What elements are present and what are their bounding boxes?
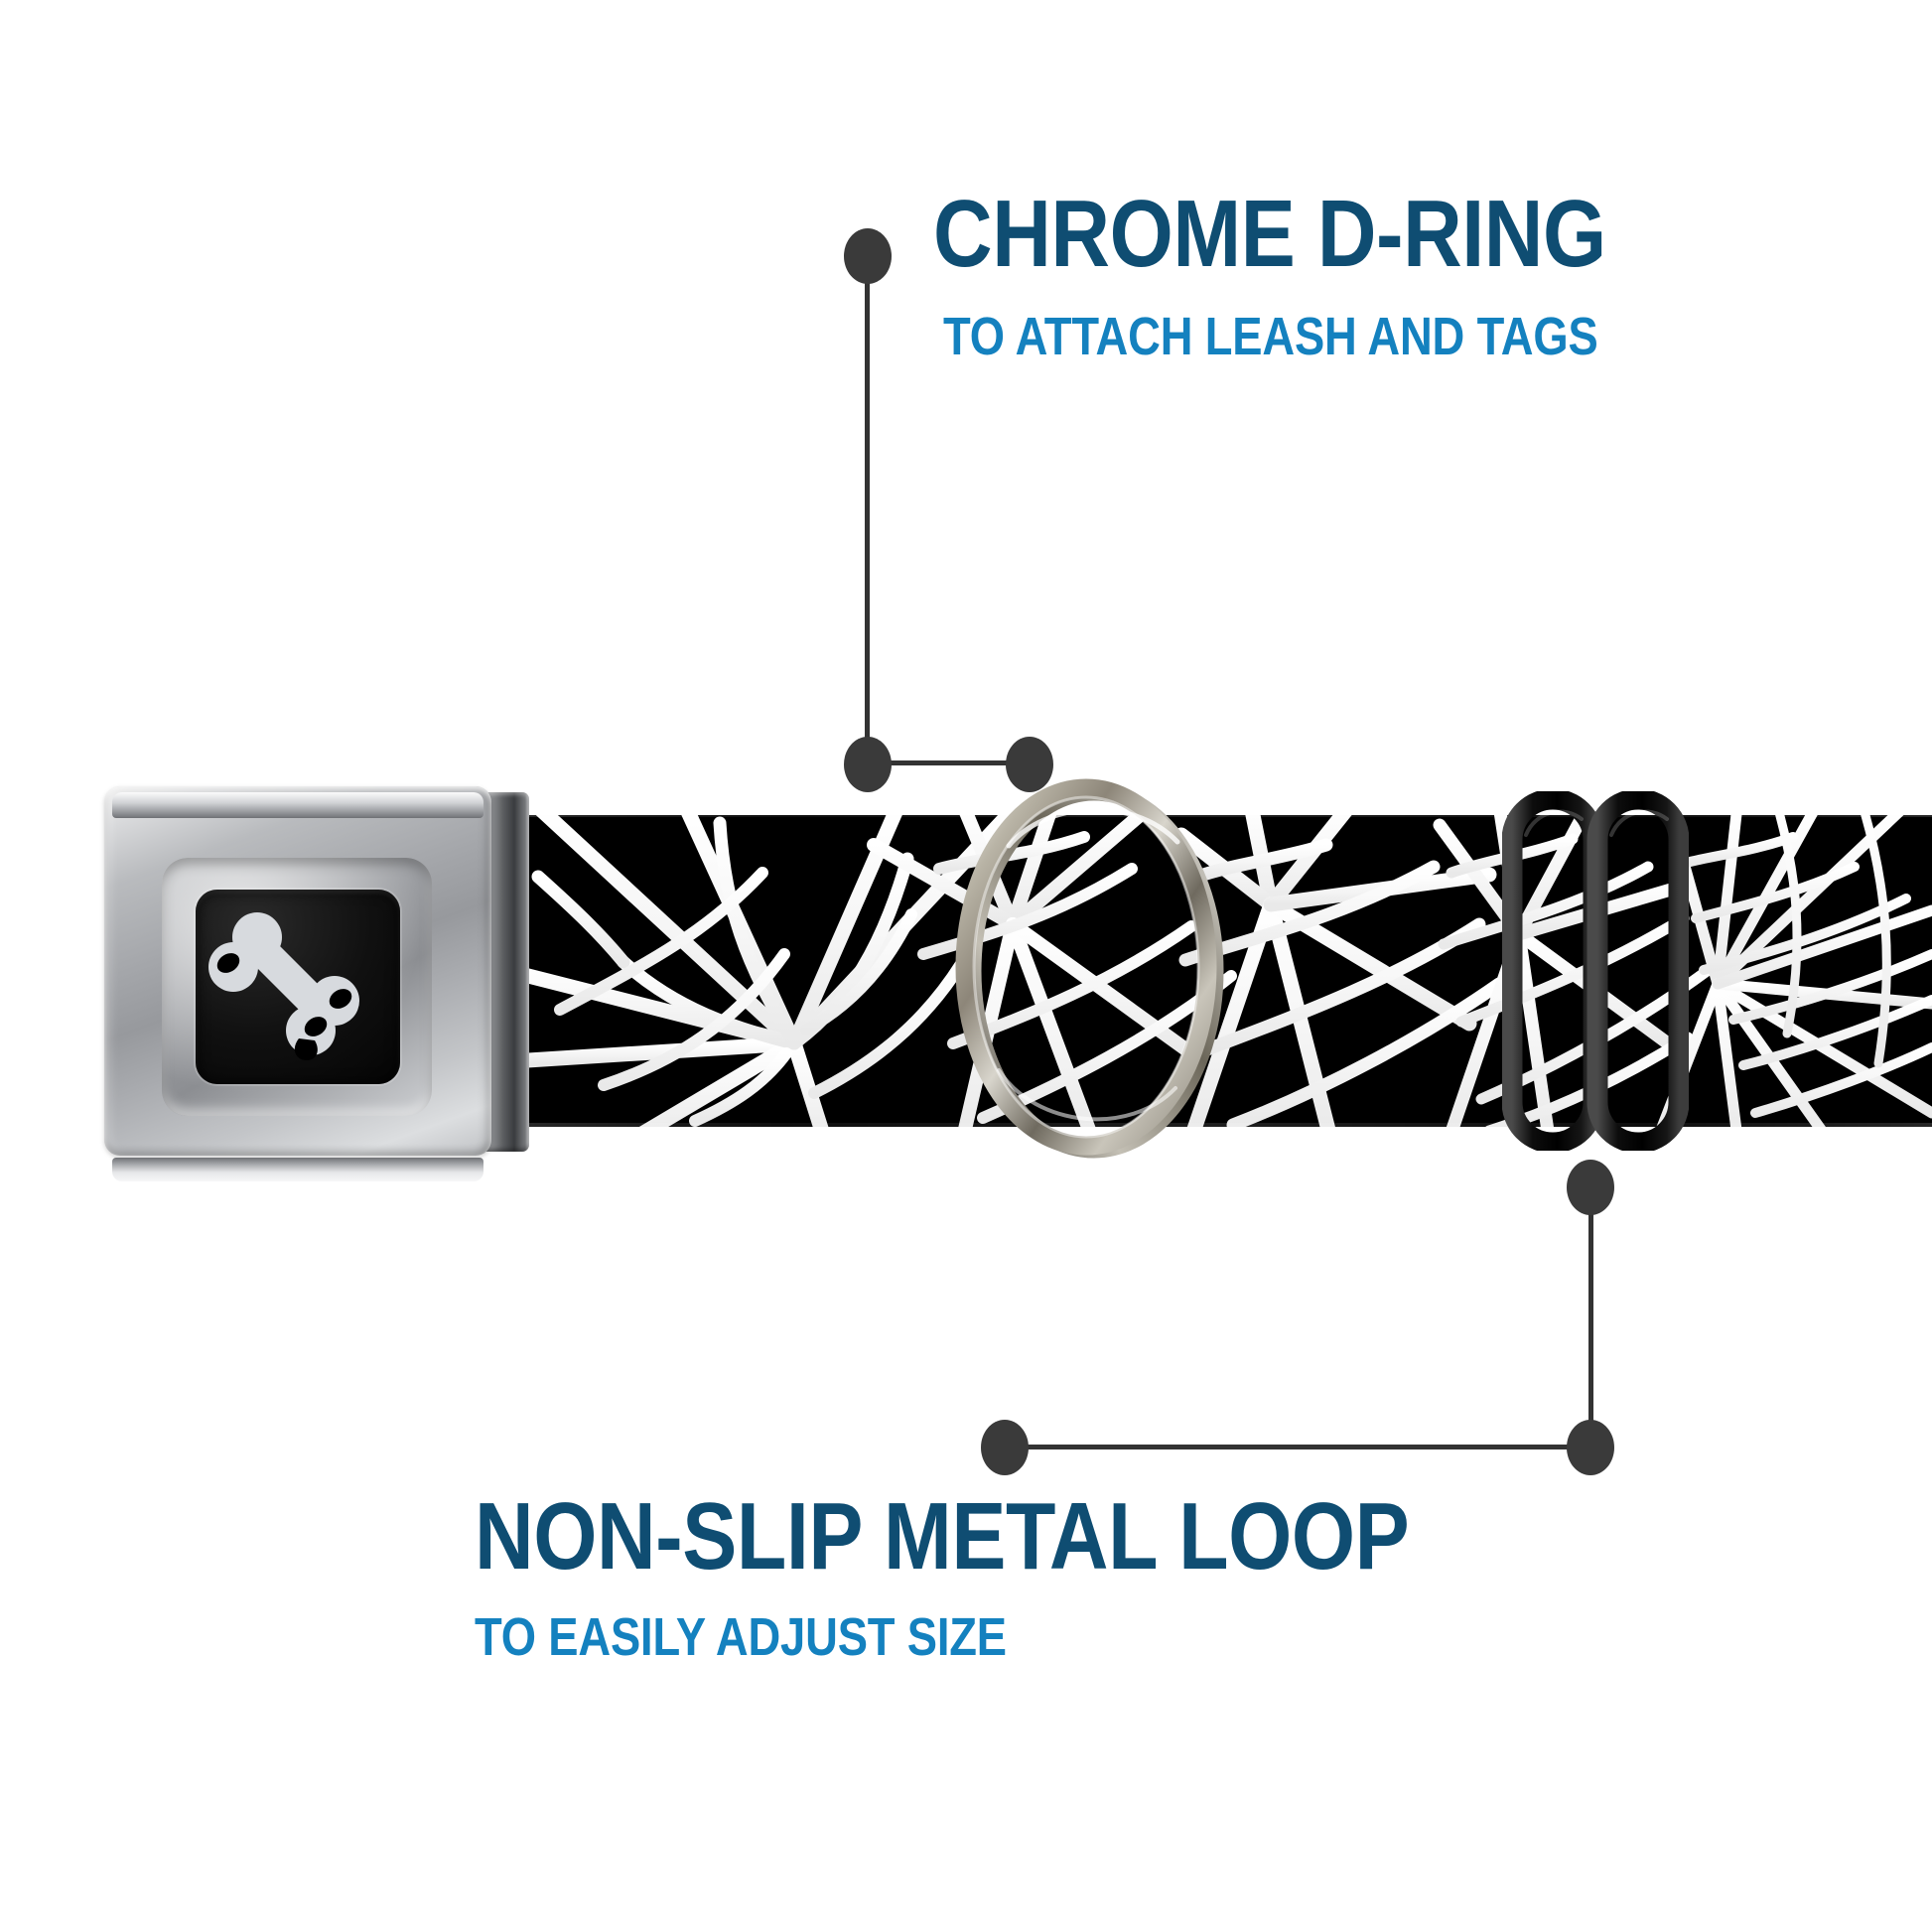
buckle-body	[104, 786, 491, 1181]
callout-subtitle-non-slip-metal-loop: TO EASILY ADJUST SIZE	[475, 1607, 1007, 1667]
seatbelt-buckle[interactable]	[104, 770, 529, 1181]
leader-dot-loop-target	[1567, 1160, 1614, 1215]
leader-line-horizontal-d-ring	[865, 760, 1034, 765]
spider-web-pattern	[496, 815, 1932, 1127]
leader-dot-loop-elbow	[1567, 1420, 1614, 1475]
leader-line-vertical-d-ring	[865, 256, 870, 764]
collar-strap	[496, 815, 1932, 1127]
leader-line-horizontal-loop	[1003, 1445, 1593, 1449]
buckle-top-lip	[112, 792, 483, 818]
leader-line-vertical-loop	[1588, 1187, 1593, 1448]
buckle-bottom-lip	[112, 1158, 483, 1181]
leader-dot-d-ring-elbow	[844, 737, 892, 792]
leader-dot-loop-end	[981, 1420, 1029, 1475]
callout-title-non-slip-metal-loop: NON-SLIP METAL LOOP	[475, 1483, 1410, 1589]
callout-subtitle-chrome-d-ring: TO ATTACH LEASH AND TAGS	[943, 307, 1598, 366]
buckle-logo-plate	[196, 890, 400, 1084]
callout-title-chrome-d-ring: CHROME D-RING	[933, 181, 1606, 287]
leader-dot-d-ring-top	[844, 228, 892, 284]
leader-dot-d-ring-target	[1006, 737, 1053, 792]
dog-bone-icon	[208, 912, 359, 1060]
